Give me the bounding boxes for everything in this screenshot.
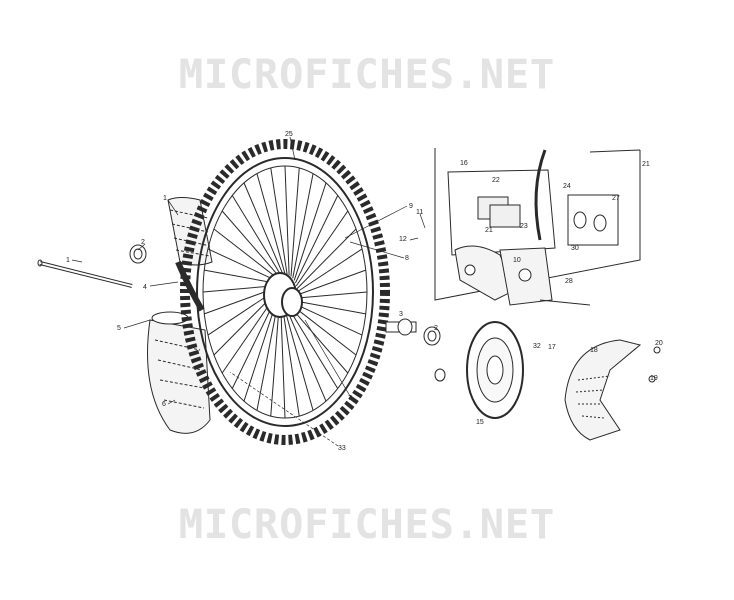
label-pin-23: 23 bbox=[520, 223, 528, 230]
spoke bbox=[270, 167, 288, 275]
tire-section bbox=[147, 197, 213, 434]
disc-guard bbox=[564, 339, 661, 441]
spoke bbox=[292, 305, 357, 356]
spacer-left bbox=[129, 244, 147, 264]
caliper-assembly bbox=[434, 148, 641, 306]
label-pad-clip: 22 bbox=[492, 177, 500, 184]
label-pad-pin: 10 bbox=[513, 257, 521, 264]
spoke bbox=[286, 309, 327, 402]
label-spacer-right: 2 bbox=[434, 325, 438, 332]
label-bolt-30: 30 bbox=[571, 245, 579, 252]
label-axle: 1 bbox=[66, 257, 70, 264]
spoke bbox=[296, 291, 368, 299]
label-bolt-19: 19 bbox=[650, 375, 658, 382]
part-labels: 1 1 2 4 5 6 25 9 8 7 33 11 12 3 2 16 22 … bbox=[66, 131, 663, 452]
spoke bbox=[280, 308, 286, 419]
spoke bbox=[292, 173, 314, 279]
label-pads-group: 16 bbox=[460, 160, 468, 167]
spoke bbox=[290, 307, 349, 374]
spoke bbox=[284, 165, 290, 276]
spoke bbox=[256, 173, 286, 275]
spoke bbox=[295, 300, 366, 315]
label-washer-17: 17 bbox=[548, 344, 556, 351]
label-disc: 15 bbox=[476, 419, 484, 426]
spoke bbox=[270, 307, 280, 417]
spoke bbox=[213, 294, 274, 356]
spoke bbox=[295, 210, 349, 287]
label-hub: 7 bbox=[348, 395, 352, 402]
label-bolt-20: 20 bbox=[655, 340, 663, 347]
spoke bbox=[221, 297, 275, 374]
spoke bbox=[231, 195, 282, 276]
spoke bbox=[231, 300, 276, 389]
spoke bbox=[288, 308, 339, 389]
axle bbox=[37, 259, 133, 288]
label-caliper-box: 21 bbox=[642, 161, 650, 168]
label-pad-spring: 21 bbox=[485, 227, 493, 234]
label-spoke-a: 8 bbox=[405, 255, 409, 262]
label-screw-28: 28 bbox=[565, 278, 573, 285]
hub-parts bbox=[385, 318, 446, 382]
spoke bbox=[282, 309, 300, 417]
brake-disc bbox=[466, 321, 524, 419]
watermark-top: MICROFICHES.NET bbox=[178, 52, 556, 98]
label-tire-lower: 6 bbox=[162, 401, 166, 408]
label-valve-cap: 12 bbox=[399, 236, 407, 243]
spoke bbox=[256, 305, 278, 411]
spoke bbox=[290, 167, 300, 277]
label-spoke-nipple: 33 bbox=[338, 445, 346, 452]
spoke bbox=[204, 269, 275, 284]
label-tire: 1 bbox=[163, 195, 167, 202]
label-spacer-left: 2 bbox=[141, 239, 145, 246]
spoke bbox=[202, 285, 274, 293]
spoke bbox=[221, 210, 280, 277]
label-piston-kit: 27 bbox=[612, 195, 620, 202]
spoke bbox=[296, 228, 357, 290]
label-guard: 18 bbox=[590, 347, 598, 354]
spoke bbox=[296, 248, 363, 293]
label-rim: 25 bbox=[285, 131, 293, 138]
spoke bbox=[207, 248, 277, 281]
spoke bbox=[294, 195, 339, 284]
watermark-bottom: MICROFICHES.NET bbox=[178, 502, 556, 548]
label-disc-bolt: 32 bbox=[533, 343, 541, 350]
spoke bbox=[213, 228, 278, 279]
label-tube: 5 bbox=[117, 325, 121, 332]
spoke bbox=[293, 303, 363, 336]
spoke bbox=[207, 291, 274, 336]
wheel bbox=[180, 139, 390, 445]
spoke bbox=[293, 182, 327, 281]
spoke bbox=[296, 269, 366, 296]
spoke bbox=[243, 182, 284, 275]
label-rim-strip: 4 bbox=[143, 284, 147, 291]
label-bleeder: 24 bbox=[563, 183, 571, 190]
leader-lines bbox=[71, 136, 426, 447]
spoke bbox=[204, 288, 274, 315]
label-spoke-b: 9 bbox=[409, 203, 413, 210]
label-valve: 11 bbox=[416, 209, 423, 216]
spoke bbox=[284, 309, 314, 411]
label-bearing-set: 3 bbox=[399, 311, 403, 318]
